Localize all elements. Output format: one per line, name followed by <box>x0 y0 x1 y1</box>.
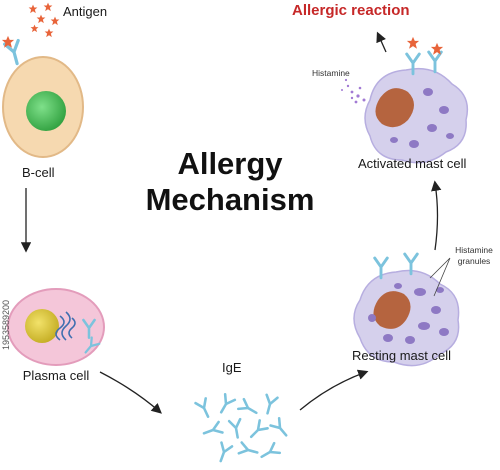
cycle-arrow-icon <box>99 371 162 414</box>
antibody-y-icon <box>237 441 261 460</box>
antibody-y-icon <box>227 417 245 440</box>
cycle-arrow-icon <box>431 180 442 251</box>
b-cell-label: B-cell <box>22 165 55 180</box>
antibody-y-icon <box>214 441 234 465</box>
page-title: Allergy Mechanism <box>145 146 315 217</box>
antibody-y-icon <box>257 441 282 463</box>
antigen-star-icon <box>30 24 39 33</box>
cycle-arrow-icon <box>376 31 387 53</box>
antibody-y-icon <box>260 393 279 417</box>
antigen-cluster <box>28 2 60 38</box>
ige-label: IgE <box>222 360 242 375</box>
granule-pointer <box>429 257 451 297</box>
antigen-star-icon <box>406 36 420 49</box>
antibody-y-icon <box>245 419 269 443</box>
antigen-star-icon <box>36 14 46 24</box>
activated-mast-cell <box>341 36 469 164</box>
ige-antibodies <box>194 392 292 465</box>
resting-mast-cell <box>353 252 460 367</box>
antigen-star-icon <box>43 2 53 12</box>
activated-granules <box>390 88 454 148</box>
histamine-release <box>341 78 366 104</box>
b-cell-nucleus <box>26 91 66 131</box>
antibody-y-icon <box>215 392 237 417</box>
antibody-y-icon <box>236 397 261 419</box>
watermark-id: 1953589200 <box>1 299 11 350</box>
histamine-label: Histamine <box>312 68 350 78</box>
endoplasmic-reticulum <box>55 311 76 341</box>
antigen-label: Antigen <box>63 4 108 19</box>
plasma-cell <box>7 288 105 366</box>
antigen-star-icon <box>44 28 54 38</box>
antibody-y-icon <box>194 397 215 421</box>
antibody-y-icon <box>269 416 292 441</box>
antibody-y-icon <box>200 420 224 440</box>
antibody-y-icon <box>427 50 443 74</box>
b-cell <box>1 35 84 158</box>
cycle-arrows <box>20 31 442 414</box>
activated-mast-cell-label: Activated mast cell <box>358 156 467 171</box>
antigen-star-icon <box>28 4 38 14</box>
histamine-granules <box>368 283 449 344</box>
plasma-cell-nucleus <box>25 309 59 343</box>
resting-mast-cell-label: Resting mast cell <box>352 348 451 363</box>
resting-mast-nucleus <box>373 291 411 329</box>
cycle-arrow-icon <box>299 369 369 411</box>
antigen-star-icon <box>50 16 60 26</box>
plasma-cell-label: Plasma cell <box>22 368 90 383</box>
histamine-granules-label: Histamine granules <box>455 245 493 266</box>
activated-mast-nucleus <box>375 88 414 128</box>
allergic-reaction-label: Allergic reaction <box>292 2 410 19</box>
